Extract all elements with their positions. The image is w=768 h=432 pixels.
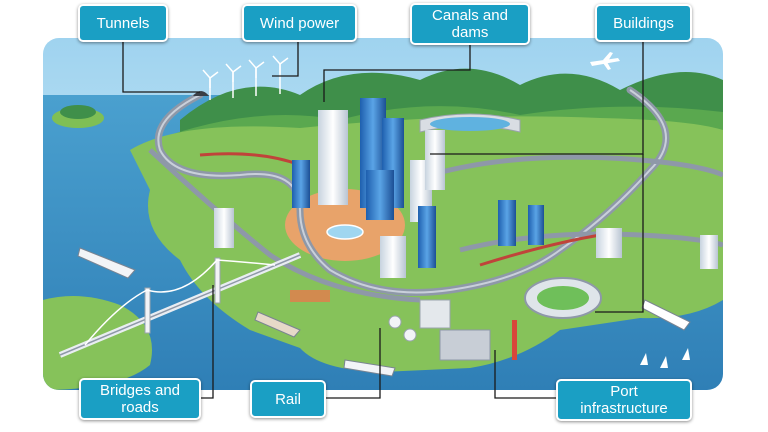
container-yard	[290, 290, 330, 302]
leader-lines	[122, 40, 644, 399]
bridge-tower-left	[144, 287, 151, 334]
tower-white-4	[380, 236, 406, 278]
tower-white-3	[425, 130, 445, 190]
sailboat-icon	[640, 348, 690, 368]
coastal-road	[148, 148, 421, 303]
map-scene	[43, 38, 723, 390]
reservoir	[430, 117, 510, 131]
tower-white-7	[700, 235, 718, 269]
lighthouse	[512, 320, 517, 360]
tower-glass-5	[418, 206, 436, 268]
leader-bridges-roads	[201, 285, 214, 399]
stadium-field	[537, 286, 589, 310]
power-plant	[439, 329, 491, 361]
canals-dams-label: Canals and dams	[410, 3, 530, 45]
tower-white-1	[318, 110, 348, 205]
fountain	[326, 224, 364, 240]
port-area	[290, 290, 517, 361]
leader-port	[494, 350, 556, 399]
tower-white-6	[596, 228, 622, 258]
tower-glass-7	[528, 205, 544, 245]
tower-white-5	[214, 208, 234, 248]
tower-glass-3	[292, 160, 310, 208]
small-island-trees	[60, 105, 96, 119]
bridge-tower-right	[214, 257, 221, 304]
bridges-roads-label: Bridges and roads	[79, 378, 201, 420]
ship-icon	[77, 247, 691, 377]
left-island	[43, 296, 152, 390]
leader-tunnels	[122, 40, 200, 93]
rail-label: Rail	[250, 380, 326, 418]
factory-building	[419, 299, 451, 329]
tank-1	[388, 315, 402, 329]
tower-glass-6	[498, 200, 516, 246]
leader-wind-power	[272, 40, 299, 77]
east-road	[429, 154, 723, 178]
buildings-label: Buildings	[595, 4, 692, 42]
bridge-cable	[84, 259, 276, 346]
highway-lane	[157, 89, 667, 294]
bridge-deck-edge	[59, 254, 301, 356]
leader-buildings-2	[595, 154, 644, 313]
tower-glass-4	[366, 170, 394, 220]
skyscrapers	[214, 98, 718, 278]
leader-rail	[326, 328, 381, 399]
leader-canals-dams	[323, 43, 471, 102]
port-infrastructure-label: Port infrastructure	[556, 379, 692, 421]
tank-2	[403, 328, 417, 342]
wind-power-label: Wind power	[242, 4, 357, 42]
wind-turbine-icon	[202, 55, 289, 100]
airplane-icon	[590, 52, 620, 70]
tunnels-label: Tunnels	[78, 4, 168, 42]
